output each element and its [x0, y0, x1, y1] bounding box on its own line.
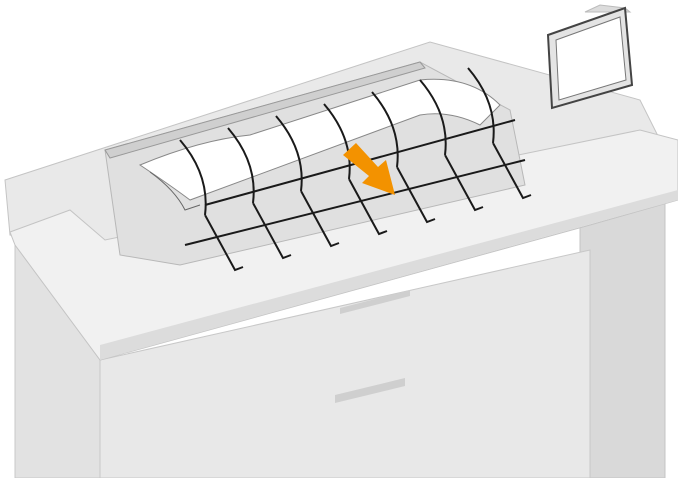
arrow-down-right-icon [343, 143, 395, 195]
front-handle [335, 378, 405, 403]
tray-rail [184, 159, 526, 246]
front-slot [340, 290, 410, 314]
wire-guide [227, 127, 292, 260]
printer-front-panel [99, 249, 591, 478]
wire-guide [419, 79, 484, 212]
wire-guide [371, 91, 436, 224]
tray-bar [104, 61, 426, 159]
paper-sheet-curl [149, 171, 201, 211]
wire-guide [323, 103, 388, 236]
wire-guide [467, 67, 532, 200]
paper-sheet [138, 78, 501, 201]
wire-guide [275, 115, 340, 248]
output-wire-guides [179, 67, 532, 272]
wire-guide [179, 139, 244, 272]
lid-edge-shadow [100, 190, 678, 360]
control-panel-screen [555, 16, 627, 101]
